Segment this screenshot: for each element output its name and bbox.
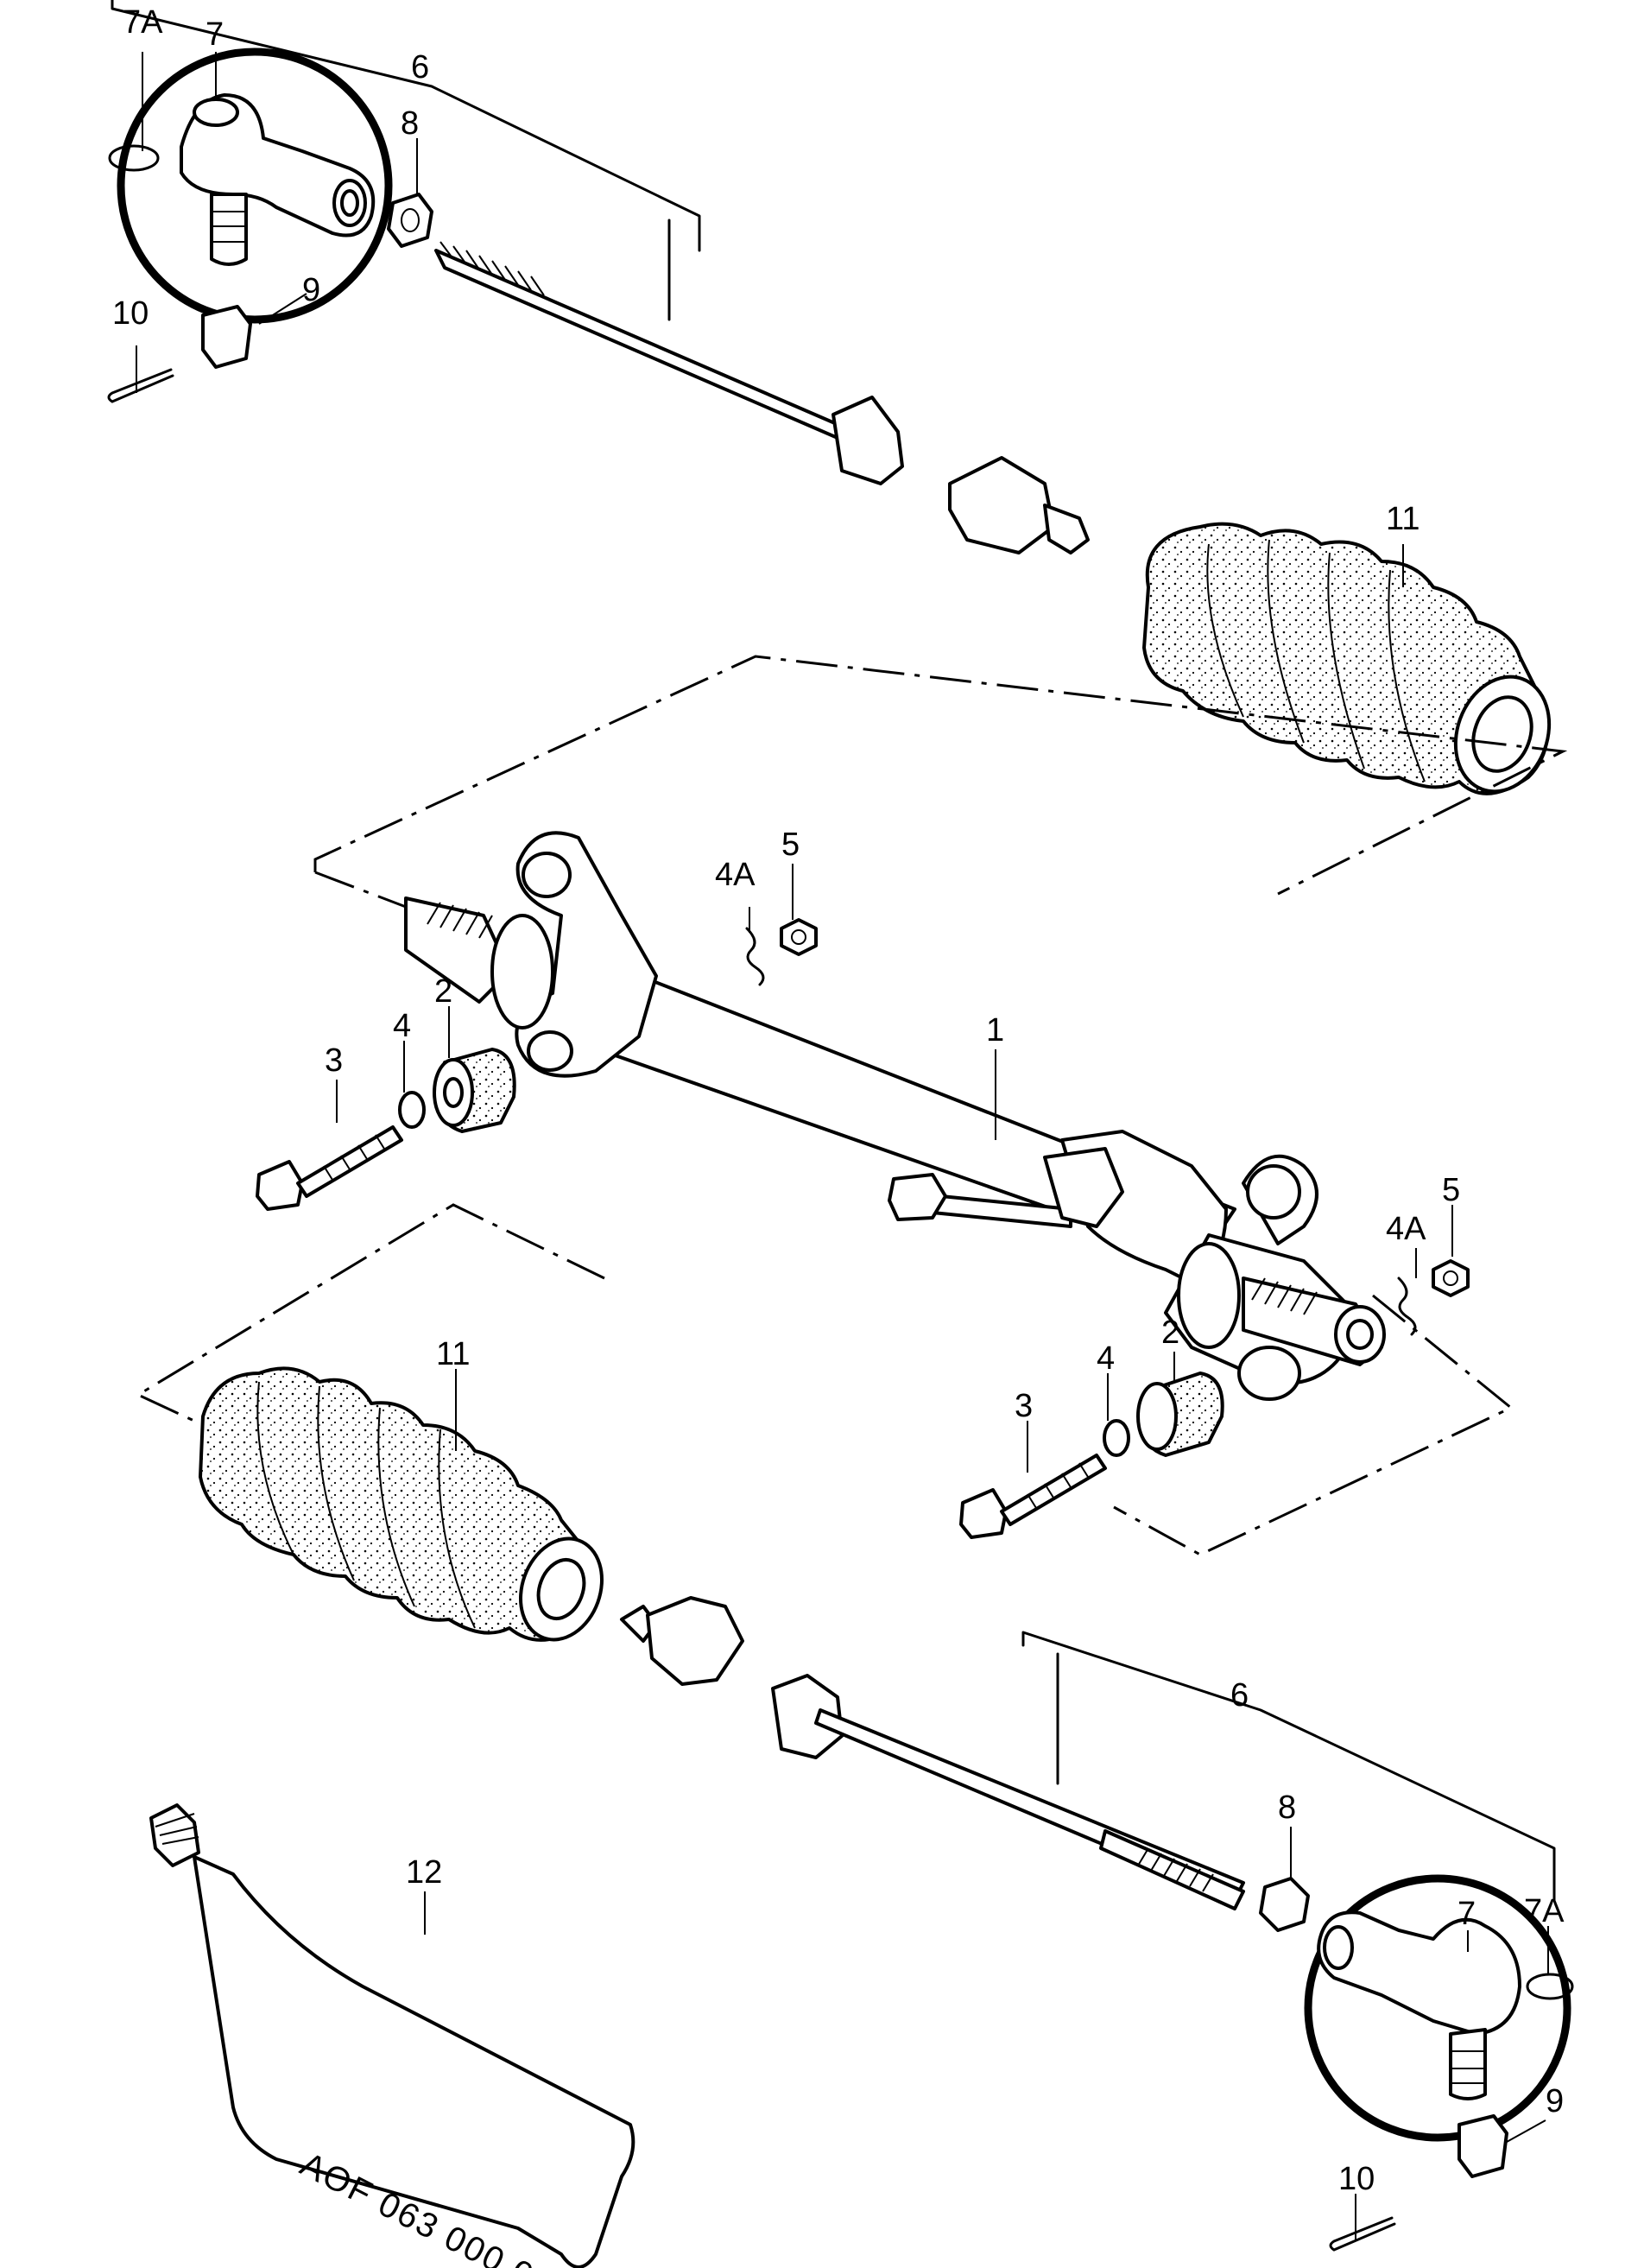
pinion-teeth-left: [427, 902, 493, 939]
boot-11-bottom: [199, 1366, 604, 1642]
assembly-bracket-6-bottom: [1021, 1631, 1556, 1902]
bush-2-right: [1136, 1372, 1224, 1457]
tie-rod-end-circle-bottom: [1304, 1874, 1571, 2142]
callout-4-left: 4: [393, 1008, 411, 1044]
callout-9-bottom: 9: [1546, 2083, 1564, 2119]
callout-5-left: 5: [781, 827, 800, 863]
callout-3-right: 3: [1015, 1388, 1033, 1424]
boot-11-top: [1142, 522, 1552, 795]
callout-10-bottom: 10: [1338, 2161, 1375, 2197]
tie-rod-collar-bottom: [771, 1674, 844, 1759]
top-tie-rod-assembly: [107, 0, 1090, 554]
callout-2-left: 2: [434, 973, 452, 1010]
inner-joint-stud-top: [1043, 504, 1090, 554]
castle-nut-9-top: [201, 305, 252, 369]
callout-6-bottom: 6: [1230, 1677, 1249, 1714]
callout-labels: 7A 7 6 8 9 10 11 5 4A 1 2 4 3 5 4A 2 4 3…: [112, 4, 1565, 2197]
leader-lines: [136, 52, 1549, 2241]
callout-5-right: 5: [1442, 1172, 1460, 1208]
inner-joint-top: [948, 456, 1055, 554]
callout-9-top: 9: [302, 272, 320, 308]
callout-11-top: 11: [1386, 501, 1420, 537]
dashed-boundary-upper-left: [314, 871, 407, 909]
callout-4A-left: 4A: [715, 857, 756, 893]
nut-8-top: [387, 193, 433, 248]
castle-nut-9-bottom: [1457, 2114, 1508, 2178]
dashed-boundary-lower: [135, 1203, 605, 1453]
tie-rod-end-top: [180, 93, 376, 266]
clip-7A-top: [108, 144, 160, 172]
pinion-teeth-right: [1251, 1277, 1318, 1315]
steering-rack-housing-1: [404, 831, 1386, 1401]
callout-8-bottom: 8: [1278, 1790, 1296, 1826]
callout-12: 12: [406, 1854, 442, 1891]
tie-rod-end-circle-top: [117, 48, 393, 324]
callout-3-left: 3: [325, 1042, 343, 1079]
callout-8-top: 8: [401, 105, 419, 142]
callout-6-top: 6: [411, 49, 429, 86]
cotter-pin-10-bottom: [1329, 2216, 1396, 2252]
callout-4A-right: 4A: [1386, 1211, 1426, 1247]
bush-2-left: [433, 1048, 516, 1133]
bolt-3-left: [256, 1125, 403, 1211]
callout-7-top: 7: [206, 16, 224, 53]
washer-4-left: [398, 1091, 426, 1129]
washer-4-right: [1103, 1419, 1130, 1457]
callout-2-right: 2: [1161, 1315, 1179, 1351]
clip-4A-right: [1397, 1277, 1417, 1336]
dashed-boundary-right: [1113, 1294, 1514, 1556]
callout-7-bottom: 7: [1457, 1896, 1476, 1932]
inner-joint-bottom: [646, 1596, 744, 1686]
clip-7A-bottom: [1526, 1973, 1574, 2000]
tie-rod-collar-top: [831, 396, 904, 485]
tie-rod-shaft-top: [434, 249, 865, 451]
nut-5-left: [780, 918, 818, 956]
assembly-bracket-6-top: [111, 0, 701, 252]
clip-4A-left: [745, 927, 765, 986]
callout-7A-top: 7A: [123, 4, 163, 41]
callout-7A-bottom: 7A: [1524, 1893, 1565, 1929]
callout-1: 1: [986, 1012, 1004, 1048]
dashed-boundary-upper: [313, 655, 1568, 896]
tie-rod-thread-top: [439, 241, 545, 296]
tie-rod-thread-bottom: [1099, 1829, 1245, 1910]
nut-5-right: [1432, 1259, 1470, 1297]
nut-8-bottom: [1259, 1877, 1310, 1932]
callout-10-top: 10: [112, 295, 149, 332]
callout-11-bottom: 11: [436, 1336, 470, 1372]
tie-rod-end-bottom: [1317, 1910, 1521, 2100]
callout-4-right: 4: [1097, 1340, 1115, 1377]
bolt-3-right: [959, 1454, 1107, 1539]
bottom-tie-rod-assembly: [620, 1596, 1574, 2252]
grease-tube-12: AOF 063 000 04: [149, 1803, 635, 2268]
cotter-pin-10-top: [107, 368, 174, 403]
